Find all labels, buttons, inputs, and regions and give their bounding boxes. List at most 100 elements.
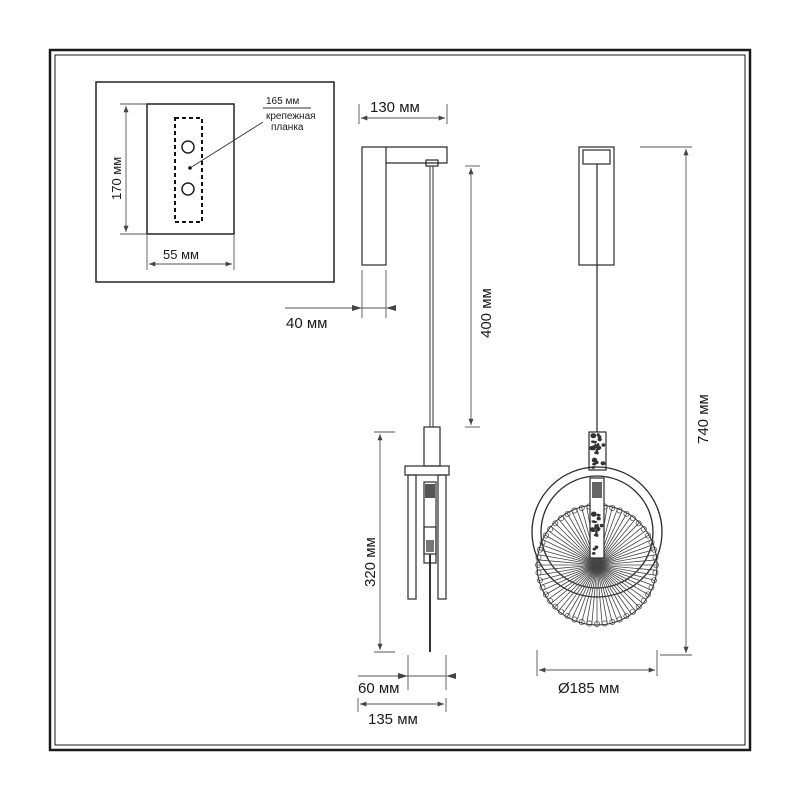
pleat-line xyxy=(550,564,598,604)
pleat-line xyxy=(596,564,647,600)
pleat-line xyxy=(596,530,647,566)
pleat-line xyxy=(547,564,598,600)
scallop xyxy=(547,526,554,533)
stone-chip xyxy=(592,462,596,466)
pleat-line xyxy=(596,564,632,615)
pleat-line xyxy=(547,530,598,566)
pleat-line xyxy=(596,564,650,596)
scallop xyxy=(635,603,642,610)
decor-holder-pattern xyxy=(589,433,606,469)
scallop xyxy=(594,621,600,627)
scallop xyxy=(635,520,642,527)
pleat-line xyxy=(596,564,603,625)
shade-disc-side-fill xyxy=(426,540,434,552)
pleat-line xyxy=(576,564,598,622)
plate-label-line1: крепежная xyxy=(266,111,316,122)
stone-chip xyxy=(590,433,597,439)
scallop xyxy=(629,608,636,615)
base-depth-label: 40 мм xyxy=(286,315,327,332)
scallop xyxy=(653,562,659,568)
scallop xyxy=(535,562,541,568)
pleat-line xyxy=(544,534,598,566)
scallop xyxy=(629,515,636,522)
stone-chip xyxy=(596,513,601,517)
scallop xyxy=(552,603,559,610)
arm-side xyxy=(386,146,448,164)
socket-front xyxy=(592,482,602,498)
stone-chip xyxy=(590,511,597,517)
lamp-body-pattern xyxy=(590,511,604,555)
pleat-line xyxy=(596,564,656,581)
stone-chip xyxy=(601,443,606,447)
scallop xyxy=(586,620,593,627)
stone-chip xyxy=(594,545,599,549)
pleat-line xyxy=(550,526,598,566)
pleat-line xyxy=(562,564,598,615)
pleat-line xyxy=(540,544,598,566)
pleat-line xyxy=(566,564,598,618)
scallop xyxy=(601,620,608,627)
pleat-line xyxy=(558,564,598,612)
stone-chip xyxy=(591,445,597,450)
stone-chip xyxy=(596,433,600,437)
socket-side xyxy=(425,484,435,498)
shade-frame-right xyxy=(437,474,447,600)
pleat-line xyxy=(596,564,628,618)
scallop xyxy=(652,554,659,561)
total-height-label: 740 мм xyxy=(695,394,712,444)
pleat-line xyxy=(596,564,654,586)
pleat-line xyxy=(596,564,608,625)
pleat-line xyxy=(596,549,656,566)
stone-chip xyxy=(591,552,596,555)
pleat-line xyxy=(586,564,598,625)
pleat-line xyxy=(581,564,598,624)
stone-chip xyxy=(596,516,601,521)
stone-chip xyxy=(596,445,602,450)
pleat-line xyxy=(596,564,657,571)
screw-hole-top xyxy=(181,140,195,154)
side-view: 130 мм 40 мм 400 мм 32 xyxy=(285,99,495,728)
scallop xyxy=(535,554,542,561)
pleat-line xyxy=(538,549,598,566)
pleat-line xyxy=(596,564,618,622)
pleat-line xyxy=(537,554,598,566)
inner-frame xyxy=(54,54,746,746)
pleat-line xyxy=(596,564,652,591)
total-width-label: 135 мм xyxy=(368,711,418,728)
pleat-line xyxy=(542,564,598,591)
arm-end-cap xyxy=(425,159,439,167)
shade-disc-side xyxy=(423,526,437,564)
pleat-line xyxy=(540,564,598,586)
outer-frame xyxy=(48,48,752,752)
pleat-line xyxy=(596,544,654,566)
pleat-line xyxy=(596,564,640,608)
front-view: 740 мм Ø185 мм xyxy=(531,146,712,697)
stone-chip xyxy=(594,451,599,455)
shade-height-label: 320 мм xyxy=(362,537,379,587)
pleat-line xyxy=(537,564,598,576)
pleat-line xyxy=(596,526,644,566)
pleat-line xyxy=(596,564,636,612)
scallop xyxy=(640,597,647,604)
canopy-outline xyxy=(146,103,235,235)
stone-chip xyxy=(590,527,595,532)
shade-frame-top xyxy=(404,465,450,476)
leader-line xyxy=(189,121,264,169)
stone-chip xyxy=(591,440,597,444)
stone-chip xyxy=(592,520,598,524)
scallop xyxy=(640,526,647,533)
inset-width-label: 55 мм xyxy=(163,247,199,262)
pleat-line xyxy=(537,559,598,566)
wall-canopy-side xyxy=(361,146,387,266)
inset-height-label: 170 мм xyxy=(109,157,124,200)
stone-chip xyxy=(597,437,602,442)
pleat-line xyxy=(596,564,644,604)
pleat-line xyxy=(591,564,598,625)
mounting-plate-inset: 165 мм крепежная планка 170 мм 55 мм xyxy=(95,81,335,283)
pleat-line xyxy=(596,554,657,566)
pleat-line xyxy=(596,564,623,620)
arm-length-label: 130 мм xyxy=(370,99,420,116)
plate-label-line2: планка xyxy=(271,122,304,133)
pleat-line xyxy=(542,539,598,566)
